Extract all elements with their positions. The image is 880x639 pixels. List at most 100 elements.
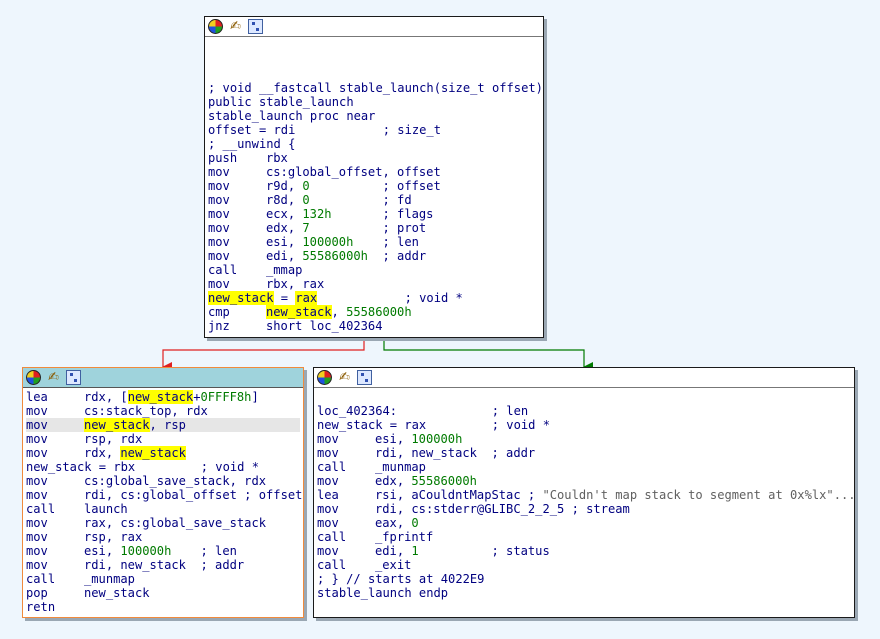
code-line[interactable]	[208, 67, 540, 81]
graph-icon[interactable]	[248, 19, 263, 34]
mnemonic[interactable]: mov	[26, 488, 48, 502]
highlighted-operand[interactable]: rax	[295, 291, 318, 305]
mnemonic[interactable]: cmp	[208, 305, 230, 319]
mnemonic[interactable]: mov	[26, 418, 48, 432]
code-line[interactable]: public stable_launch	[208, 95, 540, 109]
color-icon[interactable]	[317, 370, 332, 385]
mnemonic[interactable]: mov	[26, 404, 48, 418]
graph-icon[interactable]	[357, 370, 372, 385]
code-line[interactable]: call_exit	[317, 558, 851, 572]
code-line[interactable]: new_stack = rbx ; void *	[26, 460, 300, 474]
highlighted-operand[interactable]: new_stack	[266, 305, 332, 319]
mnemonic[interactable]: mov	[317, 432, 339, 446]
mnemonic[interactable]: mov	[208, 207, 230, 221]
code-line[interactable]: ; void __fastcall stable_launch(size_t o…	[208, 81, 543, 95]
code-line[interactable]: retn	[26, 600, 300, 614]
code-line[interactable]: stable_launch proc near	[208, 109, 540, 123]
code-line[interactable]: call_munmap	[26, 572, 300, 586]
mnemonic[interactable]: mov	[317, 516, 339, 530]
code-line[interactable]: ; } // starts at 4022E9	[317, 572, 851, 586]
mnemonic[interactable]: mov	[26, 446, 48, 460]
code-line[interactable]: loc_402364: ; len	[317, 404, 851, 418]
color-icon[interactable]	[208, 19, 223, 34]
mnemonic[interactable]: call	[208, 263, 238, 277]
code-line[interactable]: new_stack = rax ; void *	[317, 418, 851, 432]
mnemonic[interactable]: lea	[26, 390, 48, 404]
mnemonic[interactable]: mov	[208, 193, 230, 207]
code-line[interactable]: stable_launch endp	[317, 586, 851, 600]
code-line[interactable]	[208, 53, 540, 67]
rename-icon[interactable]: ✍	[230, 19, 241, 34]
mnemonic[interactable]: mov	[26, 558, 48, 572]
highlighted-operand[interactable]: new_stack	[127, 390, 194, 404]
graph-icon[interactable]	[66, 370, 81, 385]
mnemonic[interactable]: mov	[208, 249, 230, 263]
code-line[interactable]	[208, 39, 540, 53]
highlighted-operand[interactable]: new_stack	[120, 446, 186, 460]
mnemonic[interactable]: jnz	[208, 319, 230, 333]
code-line[interactable]: call_munmap	[317, 460, 851, 474]
mnemonic[interactable]: mov	[208, 179, 230, 193]
mnemonic[interactable]: call	[26, 572, 56, 586]
code-line[interactable]: call_mmap	[208, 263, 540, 277]
mnemonic[interactable]: lea	[317, 488, 339, 502]
color-icon[interactable]	[26, 370, 41, 385]
mnemonic[interactable]: mov	[208, 221, 230, 235]
mnemonic[interactable]: mov	[317, 544, 339, 558]
mnemonic[interactable]: call	[317, 530, 347, 544]
code-line[interactable]: ; __unwind {	[208, 137, 540, 151]
mnemonic[interactable]: mov	[26, 530, 48, 544]
mnemonic[interactable]: mov	[317, 502, 339, 516]
mnemonic[interactable]: mov	[317, 446, 339, 460]
mnemonic[interactable]: push	[208, 151, 238, 165]
edge-false-branch[interactable]	[162, 336, 365, 372]
mnemonic[interactable]: mov	[317, 474, 339, 488]
code-line[interactable]	[317, 390, 851, 404]
highlighted-operand[interactable]: new_stack	[208, 291, 274, 305]
mnemonic[interactable]: pop	[26, 586, 48, 600]
mnemonic[interactable]: call	[26, 502, 56, 516]
highlighted-operand[interactable]: new_stack	[84, 418, 150, 432]
rename-icon[interactable]: ✍	[339, 370, 350, 385]
mnemonic[interactable]: mov	[208, 165, 230, 179]
edge-true-branch[interactable]	[383, 336, 593, 372]
mnemonic[interactable]: mov	[26, 516, 48, 530]
mnemonic[interactable]: call	[317, 558, 347, 572]
rename-icon[interactable]: ✍	[48, 370, 59, 385]
code-block-entry[interactable]: ✍ ; void __fastcall stable_launch(size_t…	[204, 16, 544, 338]
code-line[interactable]: new_stack = rax ; void *	[208, 291, 540, 305]
mnemonic[interactable]: mov	[26, 544, 48, 558]
code-line[interactable]: call_fprintf	[317, 530, 851, 544]
